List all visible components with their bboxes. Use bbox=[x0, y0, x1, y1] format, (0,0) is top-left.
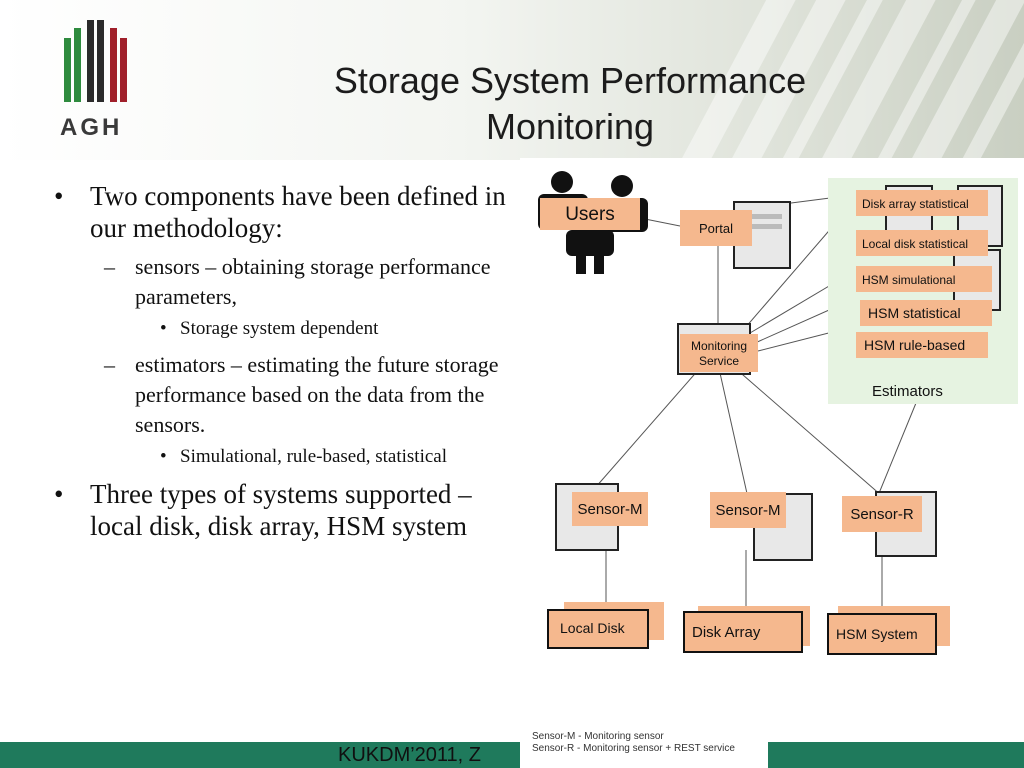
sub-bullet-sensors: sensors – obtaining storage performance … bbox=[48, 252, 518, 312]
header-background bbox=[0, 0, 1024, 160]
title-line-1: Storage System Performance bbox=[333, 60, 807, 101]
legend-line: Sensor-R - Monitoring sensor + REST serv… bbox=[532, 743, 735, 754]
portal-label: Portal bbox=[699, 221, 733, 236]
architecture-diagram: Users Portal Monitoring Service Disk arr… bbox=[520, 158, 1024, 768]
estimator-item: HSM statistical bbox=[868, 305, 961, 321]
storage-label: HSM System bbox=[836, 626, 918, 642]
estimators-title: Estimators bbox=[872, 383, 943, 400]
bullet-components: Two components have been defined in our … bbox=[48, 180, 518, 244]
monitoring-label-line1: Monitoring bbox=[691, 339, 747, 353]
estimator-item: Local disk statistical bbox=[862, 237, 968, 251]
legend-line: Sensor-M - Monitoring sensor bbox=[532, 731, 664, 742]
legend-box bbox=[520, 726, 768, 768]
users-label: Users bbox=[565, 204, 615, 225]
sub-bullet-estimators: estimators – estimating the future stora… bbox=[48, 350, 518, 440]
sensor-label: Sensor-R bbox=[850, 506, 914, 523]
sensor-label: Sensor-M bbox=[577, 501, 642, 518]
storage-label: Local Disk bbox=[560, 620, 626, 636]
footer-text: KUKDM’2011, Z bbox=[338, 744, 482, 766]
bullet-system-types: Three types of systems supported – local… bbox=[48, 478, 518, 542]
agh-logo-icon bbox=[64, 20, 127, 102]
bullet-list: Two components have been defined in our … bbox=[48, 180, 518, 550]
estimator-item: HSM rule-based bbox=[864, 337, 965, 353]
monitoring-label-line2: Service bbox=[699, 354, 739, 368]
storage-label: Disk Array bbox=[692, 624, 761, 641]
sub-sub-bullet-storage-dependent: Storage system dependent bbox=[48, 316, 518, 342]
title-line-2: Monitoring bbox=[485, 106, 655, 147]
estimator-item: HSM simulational bbox=[862, 273, 955, 287]
sub-sub-bullet-estimator-types: Simulational, rule-based, statistical bbox=[48, 444, 518, 470]
slide-title: Storage System Performance Monitoring bbox=[240, 58, 900, 150]
estimator-item: Disk array statistical bbox=[862, 197, 969, 211]
sensor-label: Sensor-M bbox=[715, 502, 780, 519]
logo-text: AGH bbox=[60, 114, 123, 141]
footer-bar bbox=[0, 742, 1024, 768]
